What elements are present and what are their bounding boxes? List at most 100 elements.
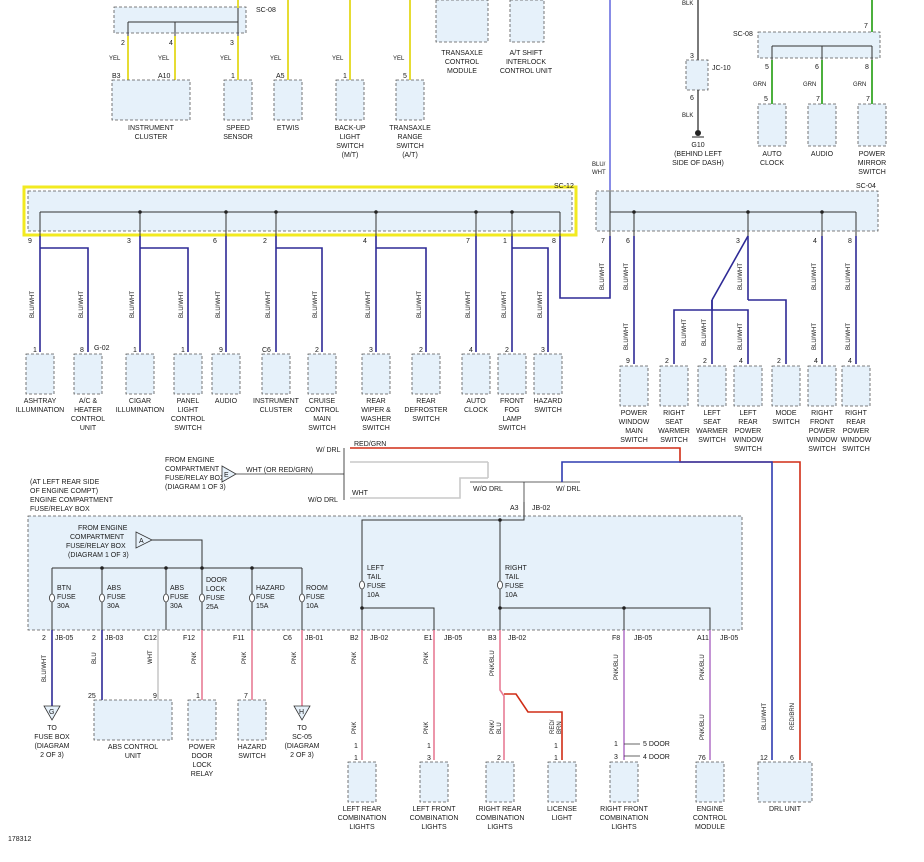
svg-text:PNK/BLU: PNK/BLU <box>614 654 620 680</box>
drl-unit <box>757 761 813 803</box>
svg-text:TAIL: TAIL <box>505 574 519 581</box>
svg-text:RED/BRN: RED/BRN <box>790 703 796 730</box>
svg-text:ILLUMINATION: ILLUMINATION <box>116 407 165 414</box>
svg-text:W/ DRL: W/ DRL <box>316 447 341 454</box>
svg-text:POWER: POWER <box>809 428 835 435</box>
svg-text:LOCK: LOCK <box>206 586 225 593</box>
svg-text:ETWIS: ETWIS <box>277 125 299 132</box>
svg-text:5 DOOR: 5 DOOR <box>643 741 670 748</box>
svg-text:FUSE: FUSE <box>505 583 524 590</box>
g02-label: G-02 <box>94 345 110 352</box>
svg-text:WIPER &: WIPER & <box>361 407 391 414</box>
svg-text:(BEHIND LEFT: (BEHIND LEFT <box>674 151 723 158</box>
svg-text:C12: C12 <box>144 635 157 642</box>
svg-text:3: 3 <box>690 53 694 60</box>
svg-text:FUSE: FUSE <box>57 594 76 601</box>
svg-text:MAIN: MAIN <box>313 416 331 423</box>
right-components: 9 POWER WINDOW MAIN SWITCH 2 RIGHT SEAT … <box>619 358 872 453</box>
svg-text:COMBINATION: COMBINATION <box>338 815 387 822</box>
svg-text:LEFT: LEFT <box>703 410 721 417</box>
svg-text:COMBINATION: COMBINATION <box>476 815 525 822</box>
svg-text:ROOM: ROOM <box>306 585 328 592</box>
svg-text:FRONT: FRONT <box>810 419 835 426</box>
svg-text:SWITCH: SWITCH <box>534 407 562 414</box>
svg-text:1: 1 <box>554 743 558 750</box>
svg-text:CONTROL: CONTROL <box>693 815 727 822</box>
svg-text:PNK: PNK <box>292 652 298 664</box>
svg-text:2 OF 3): 2 OF 3) <box>40 752 64 759</box>
svg-text:WARMER: WARMER <box>696 428 728 435</box>
svg-text:8: 8 <box>80 347 84 354</box>
svg-text:RED/GRN: RED/GRN <box>354 441 386 448</box>
svg-text:2: 2 <box>665 358 669 365</box>
svg-text:SWITCH: SWITCH <box>808 446 836 453</box>
svg-text:FUSE: FUSE <box>107 594 126 601</box>
sc12-junction <box>27 190 573 232</box>
svg-text:YEL: YEL <box>109 56 121 62</box>
svg-text:REAR: REAR <box>366 398 385 405</box>
svg-text:BLU/WHT: BLU/WHT <box>624 263 630 290</box>
svg-text:CLOCK: CLOCK <box>760 160 784 167</box>
right-front-combination-lights <box>609 761 639 803</box>
svg-text:BLU/WHT: BLU/WHT <box>738 323 744 350</box>
svg-text:BLU/WHT: BLU/WHT <box>762 703 768 730</box>
fuse-box-pins: 2 JB-05 2 JB-03 C12 F12 F11 C6 JB-01 B2 … <box>42 635 738 642</box>
svg-text:FUSE: FUSE <box>367 583 386 590</box>
svg-text:7: 7 <box>601 238 605 245</box>
svg-text:5: 5 <box>765 64 769 71</box>
svg-text:GRN: GRN <box>853 82 866 88</box>
svg-text:25A: 25A <box>206 604 219 611</box>
svg-text:BLU/WHT: BLU/WHT <box>266 291 272 318</box>
svg-text:JB-05: JB-05 <box>720 635 738 642</box>
svg-text:C6: C6 <box>283 635 292 642</box>
svg-text:A10: A10 <box>158 73 171 80</box>
svg-text:BLU/WHT: BLU/WHT <box>42 655 48 682</box>
svg-text:4: 4 <box>363 238 367 245</box>
svg-text:CONTROL: CONTROL <box>71 416 105 423</box>
svg-text:A11: A11 <box>697 635 709 642</box>
svg-text:LOCK: LOCK <box>192 762 211 769</box>
svg-text:A3: A3 <box>510 505 519 512</box>
svg-text:WASHER: WASHER <box>361 416 391 423</box>
sc08-right-label: SC-08 <box>733 31 753 38</box>
svg-text:SWITCH: SWITCH <box>174 425 202 432</box>
svg-text:8: 8 <box>848 238 852 245</box>
svg-text:RIGHT: RIGHT <box>845 410 868 417</box>
svg-text:C6: C6 <box>262 347 271 354</box>
svg-text:ENGINE COMPARTMENT: ENGINE COMPARTMENT <box>30 497 114 504</box>
svg-text:4: 4 <box>848 358 852 365</box>
svg-text:COMPARTMENT: COMPARTMENT <box>165 466 220 473</box>
etwis <box>273 79 303 121</box>
svg-text:7: 7 <box>864 23 868 30</box>
svg-text:RANGE: RANGE <box>398 134 423 141</box>
svg-text:LEFT: LEFT <box>367 565 385 572</box>
svg-text:(DIAGRAM 1 OF 3): (DIAGRAM 1 OF 3) <box>68 552 129 559</box>
svg-text:RIGHT: RIGHT <box>663 410 686 417</box>
svg-text:BLU/WHT: BLU/WHT <box>600 263 606 290</box>
sc08-top-label: SC-08 <box>256 7 276 14</box>
svg-text:7: 7 <box>816 96 820 103</box>
svg-text:PNK: PNK <box>424 652 430 664</box>
svg-text:WHT: WHT <box>592 170 606 176</box>
svg-text:6: 6 <box>213 238 217 245</box>
left-front-combination-lights <box>419 761 449 803</box>
svg-text:CONTROL: CONTROL <box>305 407 339 414</box>
svg-text:G10: G10 <box>691 142 704 149</box>
svg-text:BLU/WHT: BLU/WHT <box>738 263 744 290</box>
svg-text:WINDOW: WINDOW <box>619 419 650 426</box>
svg-text:SPEED: SPEED <box>226 125 250 132</box>
svg-text:30A: 30A <box>57 603 70 610</box>
svg-text:YEL: YEL <box>270 56 282 62</box>
svg-text:INSTRUMENT: INSTRUMENT <box>253 398 300 405</box>
svg-text:(DIAGRAM: (DIAGRAM <box>35 743 70 750</box>
svg-text:TAIL: TAIL <box>367 574 381 581</box>
svg-text:25: 25 <box>88 693 96 700</box>
svg-text:LIGHTS: LIGHTS <box>349 824 375 831</box>
svg-text:HEATER: HEATER <box>74 407 102 414</box>
connector-e-tag: E <box>221 465 237 483</box>
svg-text:CLUSTER: CLUSTER <box>135 134 168 141</box>
svg-text:2: 2 <box>92 635 96 642</box>
svg-text:4: 4 <box>814 358 818 365</box>
svg-text:FUSE/RELAY BOX: FUSE/RELAY BOX <box>66 543 126 550</box>
svg-text:3: 3 <box>369 347 373 354</box>
